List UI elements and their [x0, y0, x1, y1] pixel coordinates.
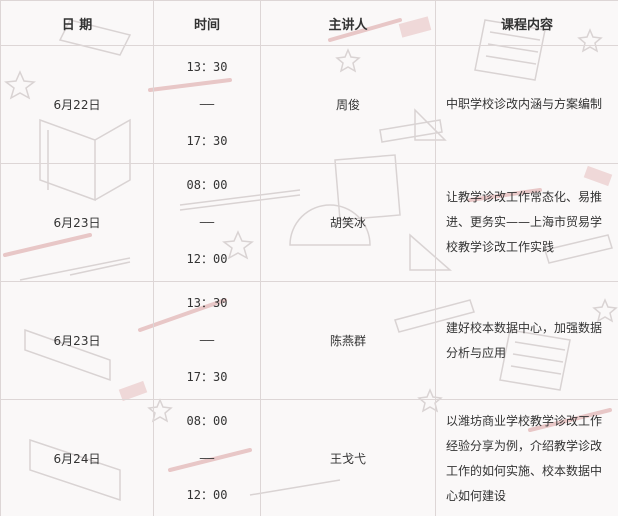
- table-row: 6月24日 08：00 —— 12：00 王戈弋 以潍坊商业学校教学诊改工作经验…: [0, 399, 618, 516]
- date-cell: 6月23日: [0, 281, 154, 400]
- date-cell: 6月22日: [0, 45, 154, 164]
- speaker-cell: 周俊: [260, 45, 436, 164]
- time-end: 12：00: [186, 252, 228, 266]
- time-start: 08：00: [186, 414, 228, 428]
- speaker-cell: 王戈弋: [260, 399, 436, 516]
- table-row: 6月23日 08：00 —— 12：00 胡笑冰 让教学诊改工作常态化、易推进、…: [0, 163, 618, 282]
- header-content: 课程内容: [435, 0, 618, 46]
- table-row: 6月22日 13：30 —— 17：30 周俊 中职学校诊改内涵与方案编制: [0, 45, 618, 164]
- speaker-cell: 胡笑冰: [260, 163, 436, 282]
- time-end: 12：00: [186, 488, 228, 502]
- time-cell: 13：30 —— 17：30: [153, 281, 261, 400]
- time-cell: 13：30 —— 17：30: [153, 45, 261, 164]
- table-row: 6月23日 13：30 —— 17：30 陈燕群 建好校本数据中心，加强数据分析…: [0, 281, 618, 400]
- time-cell: 08：00 —— 12：00: [153, 163, 261, 282]
- time-start: 13：30: [186, 60, 228, 74]
- time-start: 13：30: [186, 296, 228, 310]
- time-cell: 08：00 —— 12：00: [153, 399, 261, 516]
- time-separator: ——: [199, 215, 215, 229]
- content-cell: 以潍坊商业学校教学诊改工作经验分享为例，介绍教学诊改工作的如何实施、校本数据中心…: [435, 399, 618, 516]
- header-speaker: 主讲人: [260, 0, 436, 46]
- header-time: 时间: [153, 0, 261, 46]
- time-separator: ——: [199, 333, 215, 347]
- time-start: 08：00: [186, 178, 228, 192]
- date-cell: 6月24日: [0, 399, 154, 516]
- content-cell: 让教学诊改工作常态化、易推进、更务实——上海市贸易学校教学诊改工作实践: [435, 163, 618, 282]
- content-cell: 中职学校诊改内涵与方案编制: [435, 45, 618, 164]
- content-cell: 建好校本数据中心，加强数据分析与应用: [435, 281, 618, 400]
- time-separator: ——: [199, 97, 215, 111]
- speaker-cell: 陈燕群: [260, 281, 436, 400]
- time-end: 17：30: [186, 134, 228, 148]
- table-header-row: 日 期 时间 主讲人 课程内容: [0, 0, 618, 46]
- header-date: 日 期: [0, 0, 154, 46]
- time-separator: ——: [199, 451, 215, 465]
- time-end: 17：30: [186, 370, 228, 384]
- date-cell: 6月23日: [0, 163, 154, 282]
